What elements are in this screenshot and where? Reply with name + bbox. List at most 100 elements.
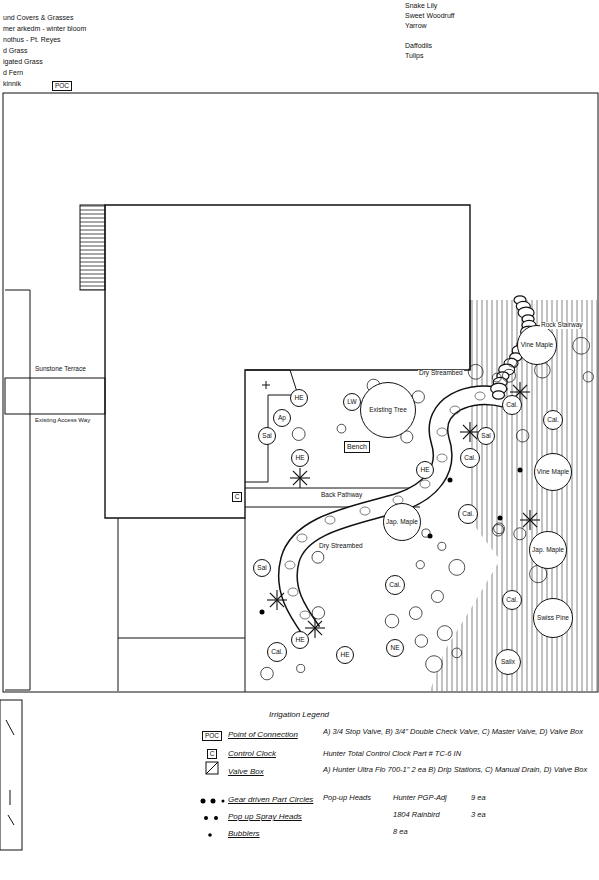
plant-label: Jap. Maple [386, 519, 418, 526]
stone-wall [5, 290, 30, 690]
bed-edge [470, 300, 471, 370]
plan-stroke [530, 519, 540, 520]
plan-stroke [290, 477, 300, 478]
plant-label: Ap [278, 415, 286, 422]
plan-label: d Fern [2, 69, 24, 76]
plant-label: C [210, 751, 215, 758]
plant-label: HE [294, 395, 303, 402]
plan-stroke [520, 510, 540, 530]
plan-stroke [470, 425, 477, 432]
plant-label: Vine Maple [537, 469, 569, 476]
plant-circle: Cal. [543, 410, 563, 430]
plant-label: Sal [481, 433, 490, 440]
plan-stroke [277, 600, 284, 607]
plan-stroke [276, 590, 277, 600]
plan-stroke [385, 614, 399, 628]
plan-label: mer arkedm - winter bloom [2, 25, 87, 32]
plan-stroke [468, 364, 483, 379]
plant-circle: Sal [258, 427, 276, 445]
legend-note: A) Hunter Ultra Flo 700-1" 2 ea B) Drip … [322, 766, 592, 774]
plan-stroke [300, 611, 310, 619]
plan-stroke [312, 551, 324, 563]
plan-stroke [420, 480, 430, 488]
plan-stroke [308, 628, 315, 635]
plant-label: HE [340, 652, 349, 659]
plant-circle: Cal. [460, 448, 480, 468]
drive-edge [118, 638, 245, 639]
plant-circle: Cal. [502, 590, 522, 610]
legend-note: Hunter PGP-Adj [392, 794, 448, 802]
plant-circle: Cal. [502, 395, 522, 415]
plant-circle: HE [416, 461, 434, 479]
plan-label: d Grass [2, 47, 29, 54]
legend-note: 9 ea [470, 794, 487, 802]
plan-stroke [492, 391, 504, 399]
property-line [3, 93, 598, 692]
plan-stroke [520, 385, 527, 392]
plan-stroke [510, 391, 520, 392]
plan-label: nothus - Pt. Reyes [2, 36, 62, 43]
plan-label: Sweet Woodruff [404, 12, 456, 19]
plan-stroke [520, 392, 527, 399]
plan-stroke [315, 621, 322, 628]
plant-label: Bench [347, 443, 367, 450]
plan-stroke [426, 656, 443, 673]
legend-note: Hunter Total Control Clock Part # TC-6 I… [322, 750, 462, 758]
plan-stroke [277, 599, 287, 600]
plan-stroke [583, 372, 593, 382]
strip-marks [6, 720, 14, 825]
legend-entry: Gear driven Part Circles [228, 796, 313, 804]
plant-label: Vine Maple [521, 342, 553, 349]
plan-label: igated Grass [2, 58, 44, 65]
plan-stroke [523, 513, 530, 520]
mark [266, 381, 267, 389]
plant-circle: HE [336, 646, 354, 664]
plan-stroke [530, 520, 537, 527]
plan-stroke [508, 358, 517, 367]
plan-stroke [431, 590, 443, 602]
plant-label: Cal. [464, 455, 476, 462]
plan-stroke [267, 599, 277, 600]
legend-entry: Bubblers [228, 830, 260, 838]
legend-note: Irrigation Legend [268, 711, 330, 719]
plant-label: POC [205, 733, 219, 740]
plan-stroke [308, 621, 315, 628]
plan-stroke [0, 93, 598, 850]
plan-stroke [428, 534, 433, 539]
plant-circle: LW [343, 393, 361, 411]
plan-stroke [437, 454, 447, 462]
plan-stroke [514, 528, 526, 540]
plant-label: Cal. [506, 597, 518, 604]
symbol-box: POC [202, 731, 222, 742]
plant-circle: HE [291, 449, 309, 467]
legend-entry: Pop up Spray Heads [228, 813, 302, 821]
plant-circle: Salix [495, 649, 521, 675]
plant-circle: Sal [477, 427, 495, 445]
plan-stroke [206, 762, 218, 774]
legend-entry: Control Clock [228, 750, 276, 758]
plan-stroke [516, 430, 529, 443]
drive-edge [118, 518, 119, 691]
plan-stroke [498, 516, 503, 521]
plan-stroke [438, 542, 446, 550]
plant-circle: HE [290, 389, 308, 407]
plan-stroke [293, 478, 300, 485]
plan-stroke [470, 432, 477, 439]
plan-stroke [292, 428, 305, 441]
plan-stroke [293, 471, 300, 478]
plant-circle: Existing Tree [360, 382, 416, 438]
plant-label: POC [55, 83, 69, 90]
back-pathway [245, 488, 432, 489]
plan-stroke [409, 607, 422, 620]
plant-circle: Jap. Maple [383, 503, 421, 541]
plan-stroke [270, 593, 277, 600]
plan-stroke [469, 422, 470, 432]
plan-stroke [201, 296, 594, 837]
plan-stroke [277, 593, 284, 600]
plant-label: LW [347, 399, 356, 406]
plan-stroke [276, 600, 277, 610]
plan-stroke [573, 337, 590, 354]
plan-label: Tulips [404, 52, 424, 59]
house-ell [245, 370, 298, 482]
plan-stroke [437, 626, 452, 641]
